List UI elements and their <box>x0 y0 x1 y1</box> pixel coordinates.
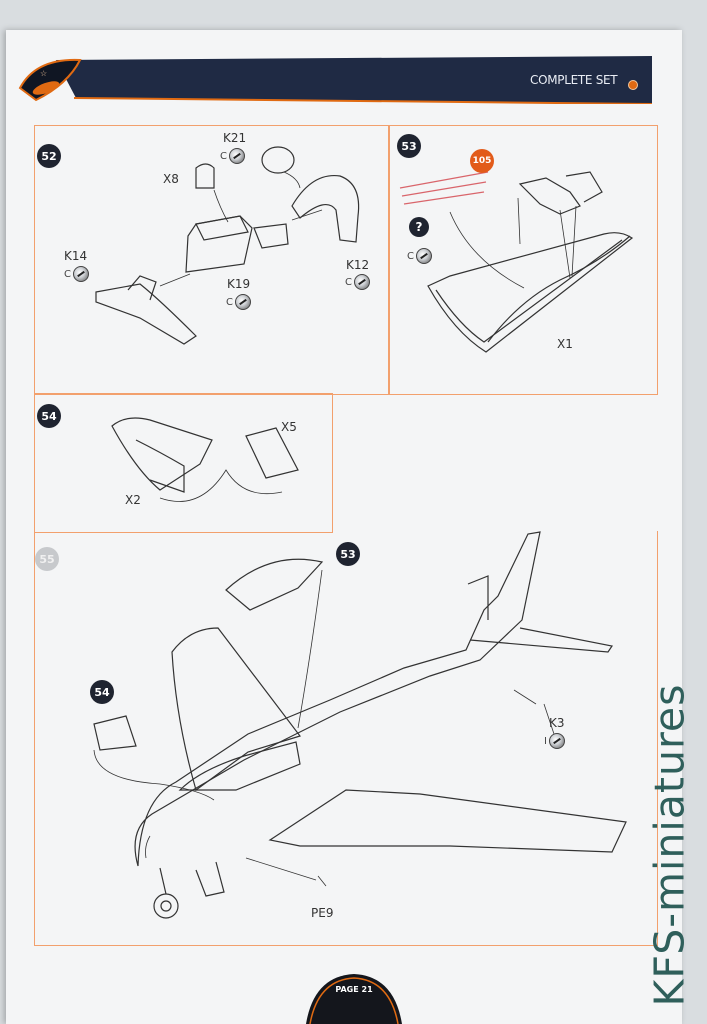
part-label-x1: X1 <box>557 337 573 351</box>
step-52-badge: 52 <box>37 144 61 168</box>
sprue-part-icon <box>353 274 370 290</box>
part-label-x2: X2 <box>125 493 141 507</box>
svg-text:☆: ☆ <box>40 69 47 78</box>
part-label-k21: K21 <box>223 131 247 145</box>
page-number: PAGE 21 <box>335 985 373 994</box>
step-52-frame <box>34 125 390 395</box>
sprue-part-k12: C <box>345 274 370 290</box>
sprue-part-icon <box>228 148 245 164</box>
sprue-part-icon <box>415 248 432 264</box>
step-55-frame <box>34 531 658 946</box>
sprue-part-icon <box>72 266 89 282</box>
accent-dot-icon <box>628 80 638 90</box>
step-53-badge: 53 <box>397 134 421 158</box>
sprue-part-k3: I <box>544 733 565 749</box>
part-label-x5: X5 <box>281 420 297 434</box>
part-label-x8: X8 <box>163 172 179 186</box>
ref-step-53-badge: 53 <box>336 542 360 566</box>
sprue-part-k21: C <box>220 148 245 164</box>
part-label-k3: K3 <box>549 716 565 730</box>
ref-step-54-badge: 54 <box>90 680 114 704</box>
part-label-pe9: PE9 <box>311 906 334 920</box>
watermark: KFS-miniatures <box>645 682 694 1007</box>
seat-assembly-drawing <box>95 146 360 345</box>
canopy-drawing <box>399 171 634 353</box>
part-label-k14: K14 <box>64 249 88 263</box>
step-53-frame <box>388 125 658 395</box>
set-title: COMPLETE SET <box>530 73 618 87</box>
sprue-part-unknown: C <box>407 248 432 264</box>
sprue-part-icon <box>548 733 565 749</box>
gunsight-drawing <box>111 417 299 502</box>
instruction-page <box>6 30 682 1024</box>
sprue-part-k19: C <box>226 294 251 310</box>
part-label-k12: K12 <box>346 258 370 272</box>
part-label-k19: K19 <box>227 277 251 291</box>
aircraft-drawing <box>93 531 627 919</box>
sprue-part-icon <box>234 294 251 310</box>
sprue-part-k14: C <box>64 266 89 282</box>
paint-reference-marker: 105 <box>470 149 494 173</box>
unknown-part-marker: ? <box>409 217 429 237</box>
footer-tab <box>306 974 402 1024</box>
header-band: ☆ <box>18 56 652 104</box>
step-54-frame <box>34 393 333 533</box>
manufacturer-logo-icon: ☆ <box>18 58 82 102</box>
step-55-badge: 55 <box>35 547 59 571</box>
step-54-badge: 54 <box>37 404 61 428</box>
